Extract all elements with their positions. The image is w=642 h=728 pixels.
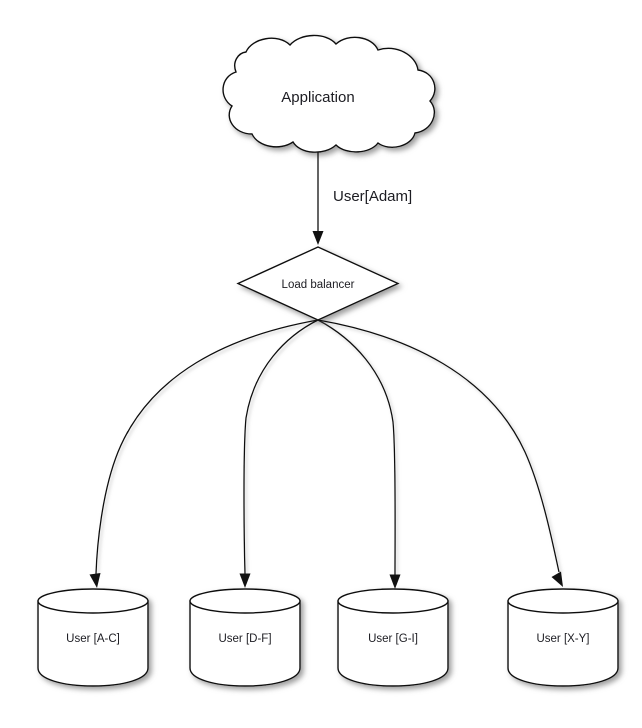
edge-application-to-balancer: User[Adam]: [312, 152, 412, 245]
edge-curve-db-0: [95, 319, 319, 575]
arrowhead-icon: [551, 571, 563, 587]
cylinder-top: [337, 588, 449, 614]
node-database-1[interactable]: User [D-F]: [189, 588, 301, 687]
cylinder-top: [189, 588, 301, 614]
edge-curve-db-2: [317, 319, 396, 576]
arrowhead-icon: [312, 231, 324, 245]
node-database-2[interactable]: User [G-I]: [337, 588, 449, 687]
edge-curve-db-3: [317, 319, 560, 573]
edge-label-user-adam: User[Adam]: [333, 188, 412, 205]
arrowhead-icon: [89, 573, 101, 588]
cylinder-body: [337, 600, 449, 687]
cloud-shape: [222, 34, 436, 153]
cylinder-top: [507, 588, 619, 614]
node-database-0[interactable]: User [A-C]: [37, 588, 149, 687]
database-label: User [X-Y]: [536, 633, 589, 645]
database-label: User [A-C]: [66, 633, 120, 645]
balancer-label: Load balancer: [282, 279, 355, 291]
edge-balancer-to-db-1: [239, 319, 319, 588]
edge-curve-db-1: [243, 319, 319, 575]
arrowhead-icon: [239, 573, 251, 588]
cylinder-top: [37, 588, 149, 614]
edge-balancer-to-db-3: [317, 319, 563, 587]
database-label: User [G-I]: [368, 633, 418, 645]
cylinder-body: [507, 600, 619, 687]
arrowhead-icon: [389, 574, 401, 589]
cylinder-body: [189, 600, 301, 687]
edge-balancer-to-db-0: [89, 319, 319, 588]
node-application-cloud[interactable]: Application: [222, 34, 436, 153]
node-load-balancer[interactable]: Load balancer: [236, 246, 400, 321]
node-database-3[interactable]: User [X-Y]: [507, 588, 619, 687]
cloud-label: Application: [281, 89, 354, 106]
cylinder-body: [37, 600, 149, 687]
database-label: User [D-F]: [218, 633, 271, 645]
edge-balancer-to-db-2: [317, 319, 401, 589]
